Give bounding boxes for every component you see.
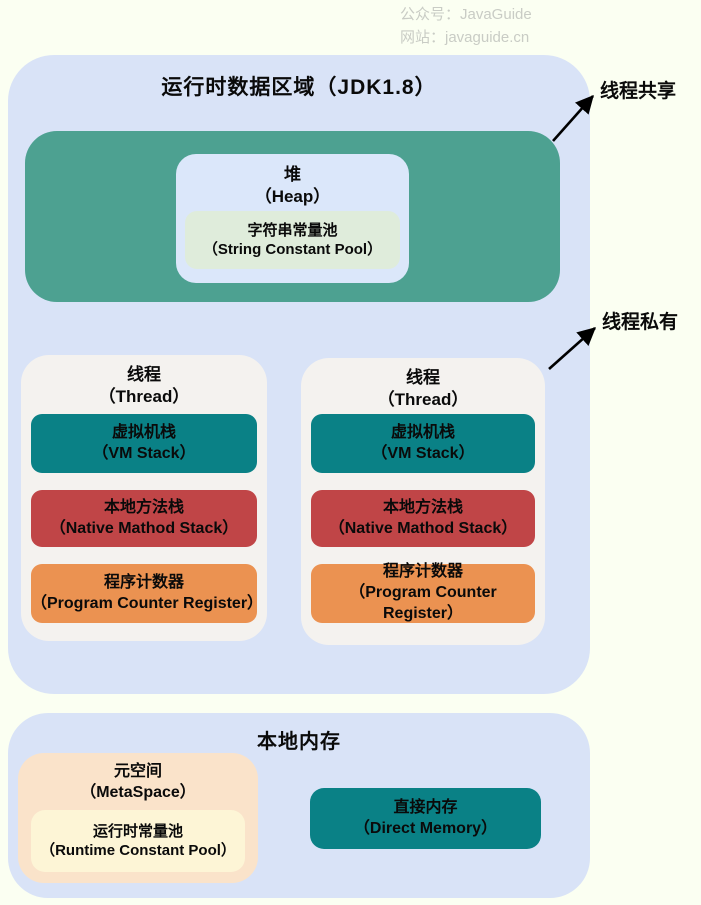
- vm-stack-label-en: （VM Stack）: [92, 444, 196, 462]
- native-stack-label-en: （Native Mathod Stack）: [328, 519, 518, 537]
- metaspace-label-zh: 元空间: [113, 763, 162, 780]
- thread-title-zh: 线程: [127, 365, 161, 384]
- metaspace-label: 元空间 （MetaSpace）: [18, 762, 258, 804]
- watermark-wechat: 公众号：JavaGuide: [400, 6, 532, 23]
- native-method-stack-box: 本地方法栈 （Native Mathod Stack）: [31, 490, 257, 547]
- program-counter-box: 程序计数器 （Program Counter Register）: [311, 563, 535, 623]
- metaspace-box: 元空间 （MetaSpace） 运行时常量池 （Runtime Constant…: [18, 753, 258, 883]
- pc-register-label-zh: 程序计数器: [382, 563, 463, 581]
- thread-title-zh: 线程: [406, 368, 440, 387]
- heap-shared-region: 堆 （Heap） 字符串常量池 （String Constant Pool）: [25, 131, 560, 302]
- heap-box: 堆 （Heap） 字符串常量池 （String Constant Pool）: [176, 154, 409, 283]
- vm-stack-label-zh: 虚拟机栈: [111, 423, 176, 441]
- thread-title: 线程 （Thread）: [21, 364, 267, 408]
- direct-memory-label-zh: 直接内存: [393, 798, 458, 816]
- string-pool-label-en: （String Constant Pool）: [202, 241, 383, 258]
- string-pool-label-zh: 字符串常量池: [247, 221, 338, 239]
- runtime-constant-pool-box: 运行时常量池 （Runtime Constant Pool）: [31, 810, 245, 872]
- thread-box-left: 线程 （Thread） 虚拟机栈 （VM Stack） 本地方法栈 （Nativ…: [21, 355, 267, 641]
- runtime-pool-label-en: （Runtime Constant Pool）: [40, 842, 236, 859]
- thread-box-right: 线程 （Thread） 虚拟机栈 （VM Stack） 本地方法栈 （Nativ…: [301, 358, 545, 645]
- direct-memory-box: 直接内存 （Direct Memory）: [310, 788, 541, 849]
- string-constant-pool-box: 字符串常量池 （String Constant Pool）: [185, 211, 400, 269]
- runtime-data-area-container: 运行时数据区域（JDK1.8） 堆 （Heap） 字符串常量池 （String …: [8, 55, 590, 694]
- pc-register-label-zh: 程序计数器: [103, 573, 184, 591]
- program-counter-box: 程序计数器 （Program Counter Register）: [31, 564, 264, 623]
- vm-stack-label-en: （VM Stack）: [371, 444, 475, 462]
- native-memory-container: 本地内存 元空间 （MetaSpace） 运行时常量池 （Runtime Con…: [8, 713, 590, 898]
- heap-label-zh: 堆: [284, 165, 301, 184]
- thread-private-label: 线程私有: [602, 312, 679, 333]
- thread-title: 线程 （Thread）: [301, 367, 545, 411]
- native-method-stack-box: 本地方法栈 （Native Mathod Stack）: [311, 490, 535, 547]
- metaspace-label-en: （MetaSpace）: [80, 783, 196, 801]
- runtime-data-area-title: 运行时数据区域（JDK1.8）: [161, 76, 437, 99]
- watermark-site: 网站：javaguide.cn: [400, 28, 530, 46]
- native-memory-title: 本地内存: [257, 731, 341, 753]
- watermark: 公众号：JavaGuide 网站：javaguide.cn: [400, 4, 532, 49]
- native-stack-label-en: （Native Mathod Stack）: [49, 519, 239, 537]
- thread-shared-label: 线程共享: [600, 81, 677, 102]
- thread-title-en: （Thread）: [98, 387, 190, 407]
- vm-stack-box: 虚拟机栈 （VM Stack）: [311, 414, 535, 473]
- runtime-pool-label-zh: 运行时常量池: [92, 822, 183, 840]
- heap-label-en: （Heap）: [254, 187, 331, 207]
- vm-stack-label-zh: 虚拟机栈: [390, 423, 455, 441]
- heap-label: 堆 （Heap）: [176, 164, 409, 208]
- pc-register-label-en: （Program Counter Register）: [31, 594, 264, 612]
- direct-memory-label-en: （Direct Memory）: [353, 819, 498, 837]
- native-stack-label-zh: 本地方法栈: [103, 498, 184, 516]
- pc-register-label-en: （Program Counter Register）: [349, 584, 497, 622]
- thread-title-en: （Thread）: [377, 390, 469, 410]
- vm-stack-box: 虚拟机栈 （VM Stack）: [31, 414, 257, 473]
- native-stack-label-zh: 本地方法栈: [382, 498, 463, 516]
